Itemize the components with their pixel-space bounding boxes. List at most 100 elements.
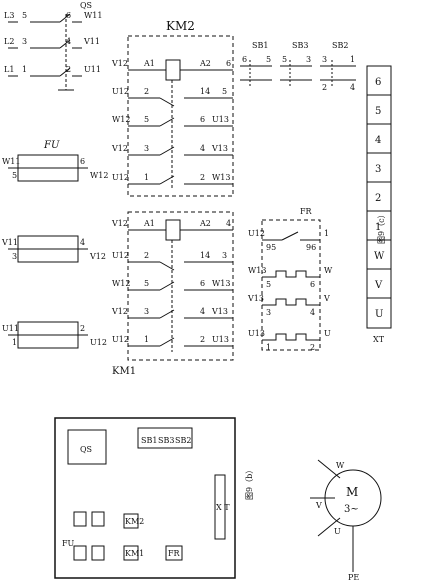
km1-r3-bot-n: 4	[200, 307, 205, 316]
xt-cell-5: 5	[375, 106, 381, 117]
panel-xt: X T	[216, 503, 230, 512]
panel-fu: FU	[62, 539, 75, 548]
fr-r3-top-n: 3	[266, 308, 271, 317]
sb-n6: 1	[350, 55, 355, 64]
fu3-bot-label: U12	[90, 338, 107, 347]
km2-r4-top-n: 1	[144, 173, 149, 182]
sb-n5: 3	[322, 55, 327, 64]
motor-v: V	[315, 501, 322, 510]
km1-r2-bot-n: 6	[200, 279, 205, 288]
km2-r3-top-l: V12	[111, 144, 128, 153]
motor-pe: PE	[348, 573, 359, 582]
km1-r4-top-l: U12	[112, 335, 129, 344]
fr-r1-bot-l: 1	[324, 229, 329, 238]
fu1-top-num: 5	[12, 171, 17, 180]
fuse-group: FU W11 5 6 W12 V11 3 4 V12 U11 1 2 U12	[1, 140, 108, 347]
km1-coil-top-n: A1	[143, 219, 155, 228]
fu1-top-label: W11	[2, 157, 20, 166]
xt-cell-6: 6	[375, 77, 381, 88]
km1-r4-bot-l: U13	[212, 335, 229, 344]
km1-r4-top-n: 1	[144, 335, 149, 344]
qs-left-l1: L1	[4, 65, 14, 74]
xt-cell-2: 2	[375, 193, 381, 204]
xt-label: XT	[373, 335, 385, 344]
qs-num-v: 4	[66, 37, 71, 46]
panel-sb3: SB3	[158, 436, 174, 445]
km1-r2-top-n: 5	[144, 279, 149, 288]
qs-right-v11: V11	[83, 37, 100, 46]
qs-left-l3: L3	[4, 11, 14, 20]
km2-r3-bot-n: 4	[200, 144, 205, 153]
km2-r4-bot-l: W13	[212, 173, 230, 182]
km1-r1-top-n: 2	[144, 251, 149, 260]
sb-n3: 5	[282, 55, 287, 64]
sb3-label: SB3	[292, 41, 308, 50]
fu3-top-label: U11	[2, 324, 19, 333]
fig-b-caption: 图9（b）	[245, 466, 254, 500]
fr-r1-bot-n: 96	[306, 243, 316, 252]
motor-w: W	[336, 461, 345, 470]
fr-r4-bot-l: U	[324, 329, 331, 338]
km2-r3-top-n: 3	[144, 144, 149, 153]
qs-label: QS	[80, 1, 92, 10]
fr-r1-top-l: U12	[248, 229, 265, 238]
fr-r4-top-n: 1	[266, 343, 271, 352]
sb-n7: 2	[322, 83, 327, 92]
panel-qs: QS	[80, 445, 92, 454]
fr-r3-top-l: V13	[247, 294, 264, 303]
fu2-top-num: 3	[12, 252, 17, 261]
fr-label: FR	[300, 207, 313, 216]
km1-r4-bot-n: 2	[200, 335, 205, 344]
fu1-bot-num: 6	[80, 157, 85, 166]
km1-r1-bot-l: 3	[222, 251, 227, 260]
sb-n2: 5	[266, 55, 271, 64]
motor-phase: 3~	[344, 504, 359, 515]
sb-n8: 4	[350, 83, 355, 92]
sb2-label: SB2	[332, 41, 348, 50]
xt-cell-w: W	[374, 251, 385, 262]
terminal-strip: 6 5 4 3 2 1 W V U XT 图9（c）	[373, 77, 386, 344]
km2-r2-bot-l: U13	[212, 115, 229, 124]
xt-cell-1: 1	[375, 222, 381, 233]
km2-r2-bot-n: 6	[200, 115, 205, 124]
fr-r2-top-l: W13	[248, 266, 266, 275]
km2-coil-top-n: A1	[143, 59, 155, 68]
fr-r2-bot-n: 6	[310, 280, 315, 289]
fu3-top-num: 1	[12, 338, 17, 347]
fu2-bot-num: 4	[80, 238, 85, 247]
pushbutton-group: SB1 SB3 SB2 6 5 5 3 3 1 2 4	[242, 41, 355, 92]
km2-coil-top-l: V12	[111, 59, 128, 68]
fig-c-caption: 图9（c）	[377, 210, 386, 244]
panel-fr: FR	[168, 549, 181, 558]
fu2-top-label: V11	[1, 238, 18, 247]
panel-sb2: SB2	[175, 436, 191, 445]
km1-r1-top-l: U12	[112, 251, 129, 260]
panel-km1: KM1	[125, 549, 144, 558]
fr-r1-top-n: 95	[266, 243, 276, 252]
fu1-bot-label: W12	[90, 171, 108, 180]
qs-num-l2: 3	[22, 37, 27, 46]
qs-left-l2: L2	[4, 37, 14, 46]
fr-r2-top-n: 5	[266, 280, 271, 289]
qs-num-l3: 5	[22, 11, 27, 20]
km1-r1-bot-n: 14	[200, 251, 210, 260]
fr-r4-top-l: U13	[248, 329, 265, 338]
km1-contactor: KM1 V12 A1 A2 4 U12 2 14 3 W12 5 6 W13 V…	[111, 219, 231, 377]
qs-right-u11: U11	[84, 65, 101, 74]
xt-cell-4: 4	[375, 135, 381, 146]
xt-cell-3: 3	[375, 164, 381, 175]
fr-r2-bot-l: W	[324, 266, 333, 275]
fu3-bot-num: 2	[80, 324, 85, 333]
km1-coil-bot-n: A2	[199, 219, 211, 228]
motor-u: U	[334, 527, 341, 536]
panel-sb1: SB1	[141, 436, 157, 445]
xt-cell-u: U	[375, 309, 383, 320]
qs-num-u: 2	[66, 65, 71, 74]
km2-r1-bot-n: 14	[200, 87, 210, 96]
km1-coil-bot-l: 4	[226, 219, 231, 228]
panel-km2: KM2	[125, 517, 144, 526]
km1-label: KM1	[112, 366, 136, 377]
km1-r3-bot-l: V13	[211, 307, 228, 316]
fu2-bot-label: V12	[89, 252, 106, 261]
